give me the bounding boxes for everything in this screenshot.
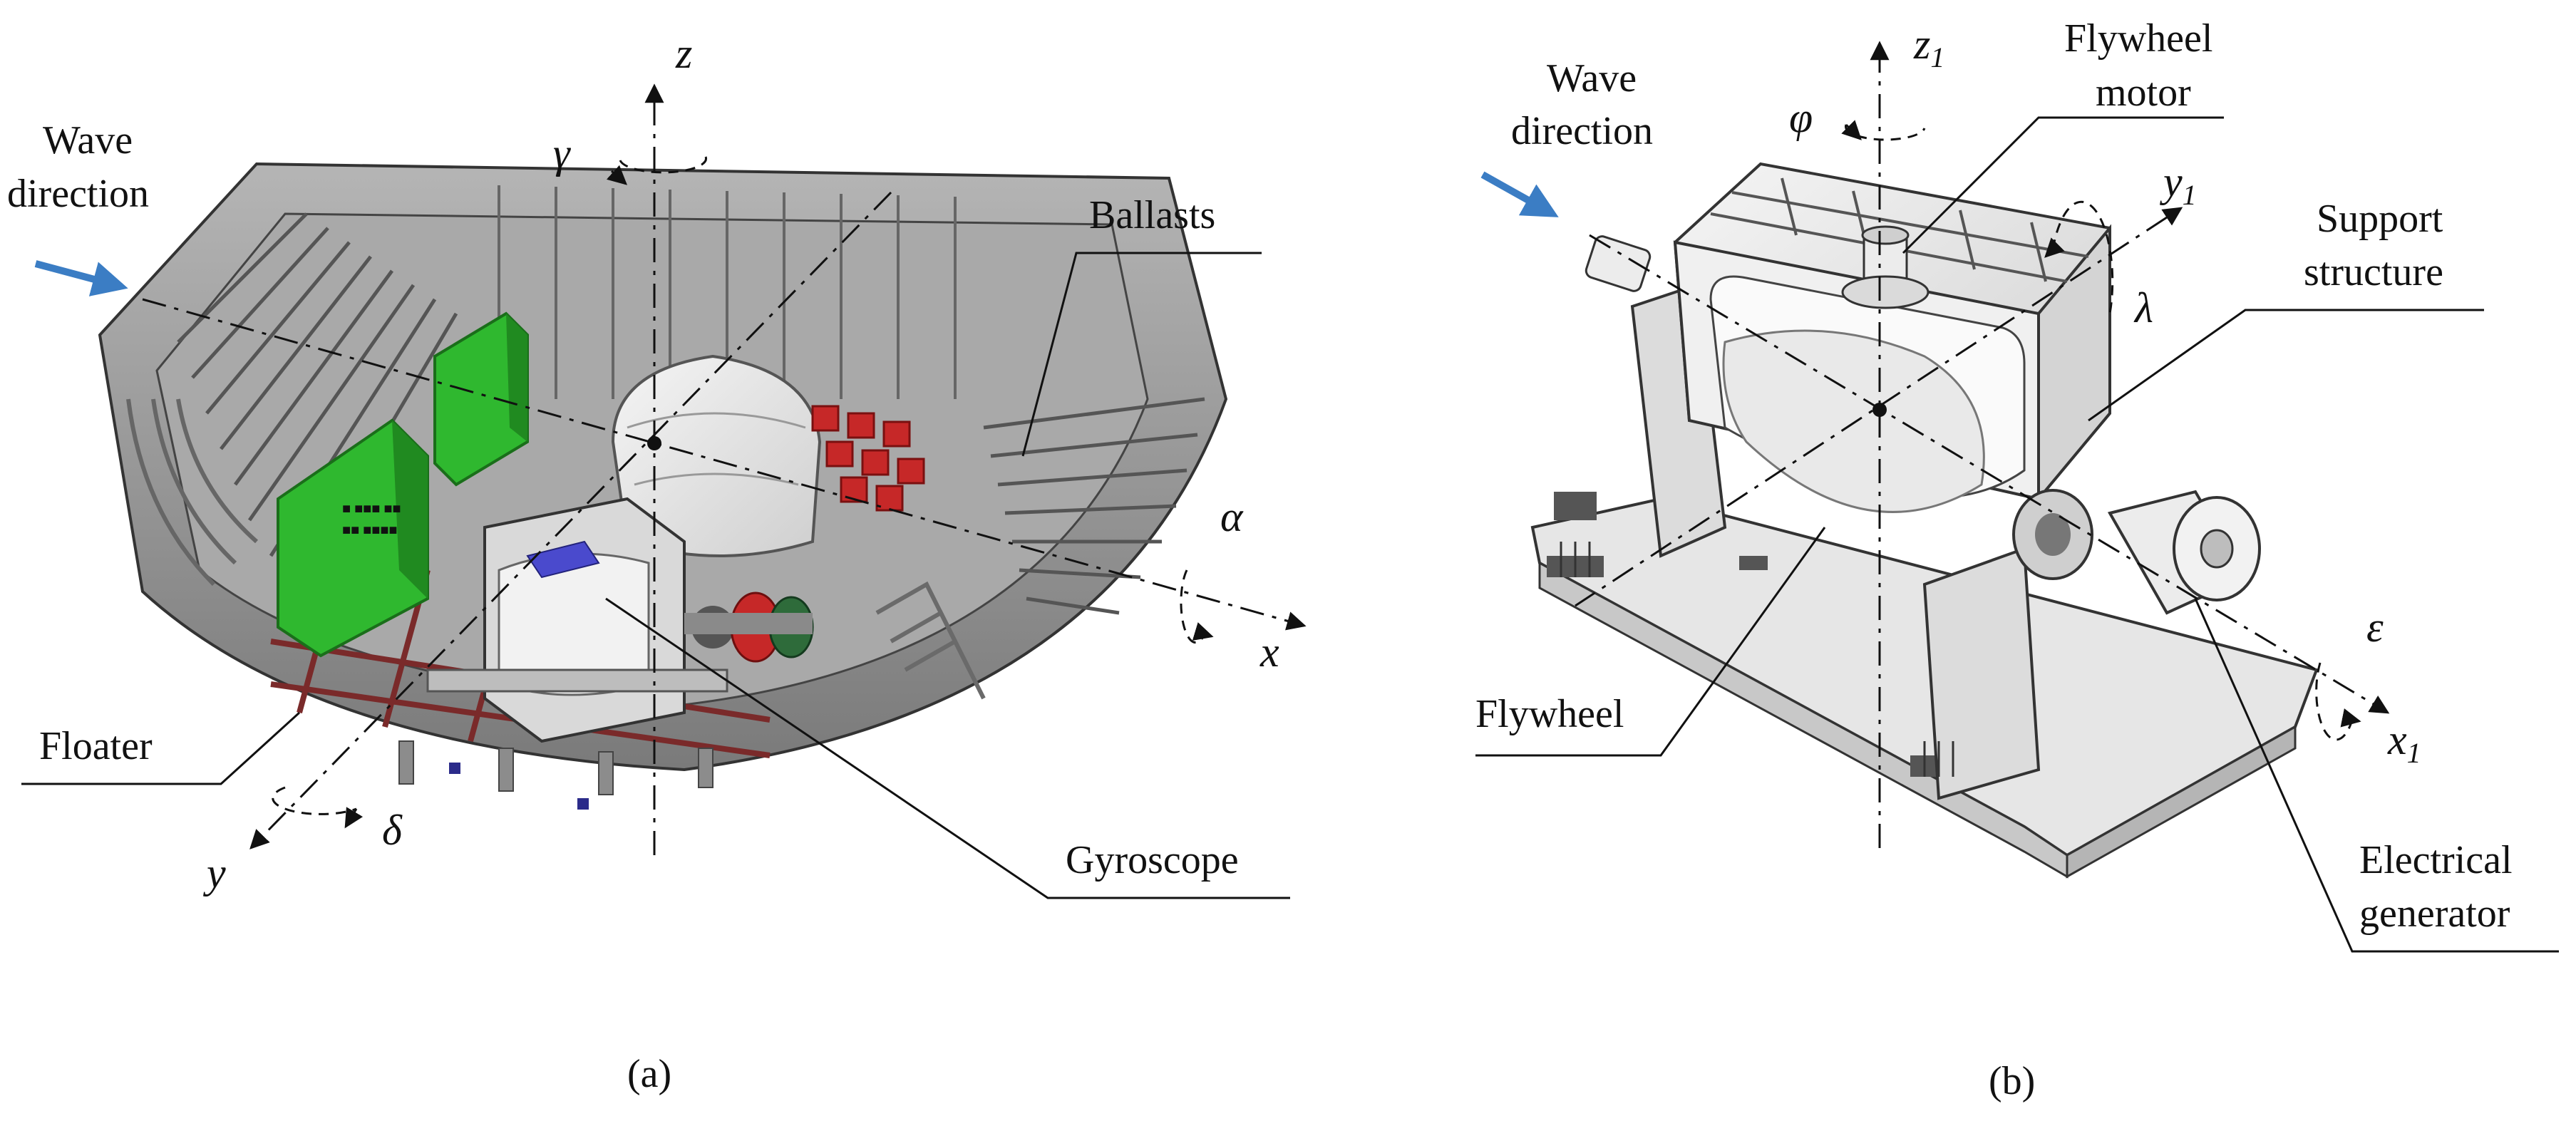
leaders-b (1475, 116, 2559, 953)
floater-drawing: ■ ■■■ ■■ ■■ ■■■■ (277, 311, 529, 658)
wave-arrow-a (34, 260, 128, 296)
x1-axis-line (1589, 234, 2390, 714)
axis-phi-label: φ (1789, 94, 1813, 141)
wave-arrow-b (1480, 171, 1559, 217)
axis-z-label: z (675, 30, 692, 77)
x-axis-line (142, 298, 1307, 631)
ballast-drawing (811, 405, 925, 512)
panel-a: ■ ■■■ ■■ ■■ ■■■■ (7, 30, 1307, 1096)
axis-epsilon-label: ε (2366, 604, 2384, 651)
delta-rotation (272, 786, 357, 815)
axis-z1-label: z1 (1913, 21, 1944, 73)
electrical-generator-label-line2: generator (2359, 892, 2510, 936)
gyroscope-label: Gyroscope (1066, 838, 1239, 882)
gyroscope-drawing (426, 497, 814, 743)
axis-alpha-label: α (1220, 493, 1244, 540)
flywheel-motor-label: Flywheel (2064, 16, 2212, 61)
axis-lambda-label: λ (2133, 284, 2153, 331)
axis-gamma-label: γ (553, 130, 571, 177)
origin-dot-b (1872, 403, 1887, 417)
epsilon-rotation (2315, 662, 2354, 741)
origin-dot-a (647, 436, 661, 450)
gyroscope-machine-drawing (1530, 162, 2319, 879)
y1-axis-line (1575, 216, 2168, 607)
wave-direction-label-b-line2: direction (1511, 109, 1653, 153)
alpha-rotation (1180, 569, 1206, 644)
axis-y-label: y (202, 849, 226, 897)
support-structure-label: Support (2317, 197, 2443, 241)
axis-x1-label: x1 (2387, 716, 2421, 769)
flywheel-motor-label-line2: motor (2096, 71, 2191, 115)
axes-a (142, 83, 1307, 855)
caption-b: (b) (1989, 1059, 2035, 1103)
wave-direction-label-a-line2: direction (7, 172, 149, 216)
electrical-generator-label: Electrical (2359, 838, 2513, 882)
dome-drawing (611, 354, 822, 557)
caption-a: (a) (627, 1052, 671, 1096)
axes-b (1575, 41, 2390, 848)
axis-y1-label: y1 (2159, 158, 2197, 211)
wave-direction-label-a: Wave (43, 118, 133, 162)
leaders-a (21, 252, 1290, 899)
lambda-rotation (2051, 200, 2114, 314)
ballasts-label: Ballasts (1089, 193, 1215, 237)
support-structure-label-line2: structure (2304, 250, 2443, 294)
y-axis-line (249, 191, 892, 849)
axis-x-label: x (1259, 629, 1279, 676)
wave-direction-label-b: Wave (1547, 56, 1637, 100)
panel-b: Wave direction Flywheel motor Support st… (1475, 16, 2559, 1103)
flywheel-label: Flywheel (1475, 692, 1624, 736)
floater-label: Floater (39, 724, 153, 768)
axis-delta-label: δ (382, 807, 403, 854)
svg-text:■ ■■■ ■■: ■ ■■■ ■■ (342, 501, 401, 517)
svg-text:■■ ■■■■: ■■ ■■■■ (342, 522, 397, 538)
